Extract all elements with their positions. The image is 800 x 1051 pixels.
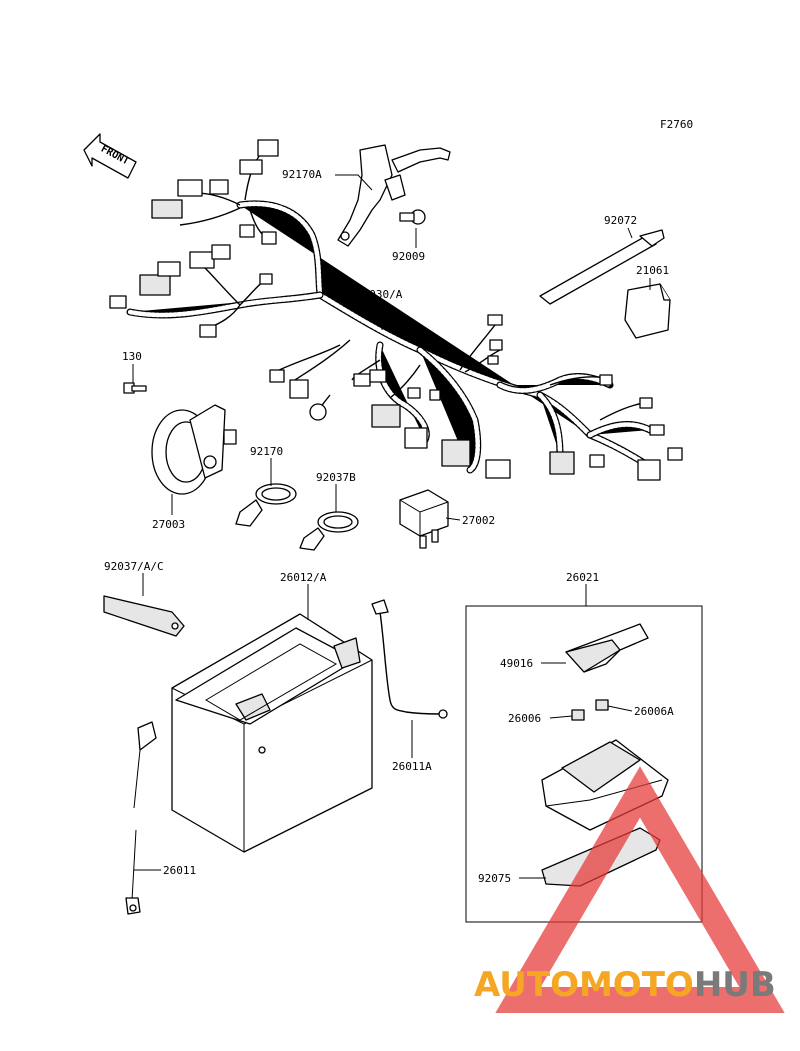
watermark-brand: AUTOMOTOHUB	[474, 965, 776, 1005]
label-130: 130	[122, 350, 142, 363]
label-26006a: 26006A	[634, 705, 674, 718]
label-92170a: 92170A	[282, 168, 322, 181]
fuse-26006	[571, 709, 585, 721]
label-92072: 92072	[604, 214, 637, 227]
label-26021: 26021	[566, 571, 599, 584]
watermark-brand-part1: AUTOMOTO	[474, 965, 694, 1005]
label-26011a: 26011A	[392, 760, 432, 773]
bracket-92170a	[337, 144, 451, 247]
label-21061: 21061	[636, 264, 669, 277]
horn-27003	[151, 404, 237, 495]
label-26030a: 26030/A	[356, 288, 403, 301]
watermark-triangle-icon	[495, 766, 785, 1013]
figure-code: F2760	[660, 118, 693, 131]
label-92037ac: 92037/A/C	[104, 560, 164, 573]
label-26012a: 26012/A	[280, 571, 327, 584]
bolt-92009	[399, 209, 426, 225]
fuse-box-frame-26021	[465, 605, 703, 923]
plate-92037ac	[103, 595, 185, 637]
clamp-92170	[235, 483, 297, 527]
label-26011: 26011	[163, 864, 196, 877]
label-27002: 27002	[462, 514, 495, 527]
fuse-cover-49016	[565, 623, 649, 673]
relay-27002	[399, 489, 449, 549]
label-49016: 49016	[500, 657, 533, 670]
battery-cable-26011	[125, 721, 157, 915]
bolt-130	[123, 382, 147, 394]
wiring-harness	[109, 139, 683, 481]
clamp-92037b	[299, 511, 359, 551]
label-92170: 92170	[250, 445, 283, 458]
cover-21061	[624, 283, 671, 339]
label-27003: 27003	[152, 518, 185, 531]
fuse-26006a	[595, 699, 609, 711]
label-92075: 92075	[478, 872, 511, 885]
front-arrow-icon: FRONT	[83, 133, 137, 179]
battery-cable-26011a	[371, 599, 448, 719]
watermark-brand-part2: HUB	[694, 965, 776, 1005]
strap-92072	[539, 229, 665, 305]
battery-26012a	[171, 613, 373, 853]
label-26006: 26006	[508, 712, 541, 725]
label-92037b: 92037B	[316, 471, 356, 484]
leader-lines	[132, 174, 651, 879]
label-92009: 92009	[392, 250, 425, 263]
